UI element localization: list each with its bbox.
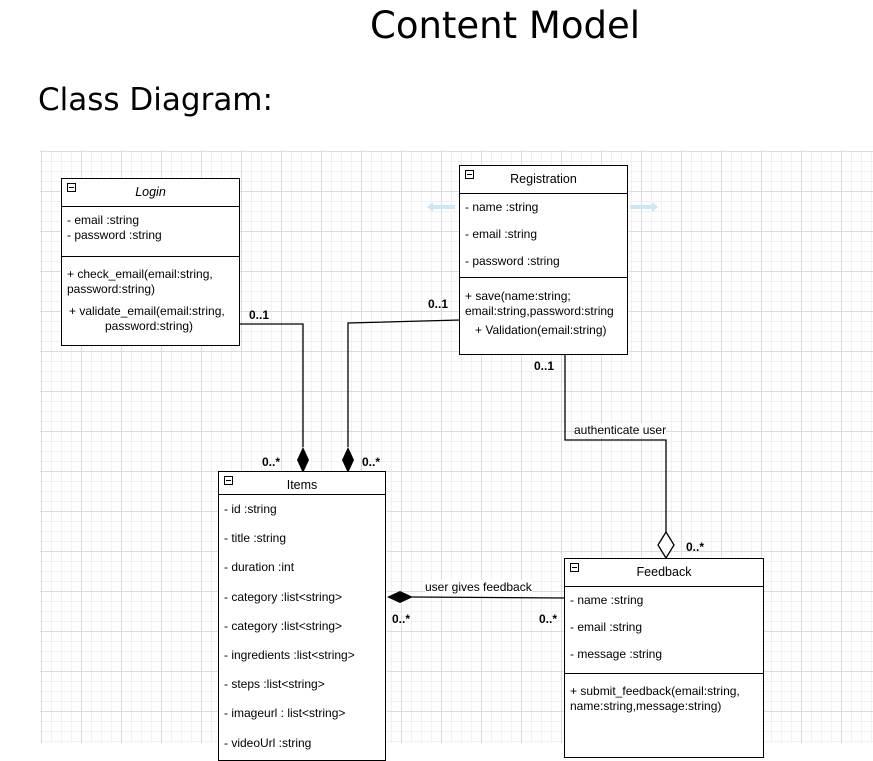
methods-section: + submit_feedback(email:string, name:str…: [565, 674, 763, 714]
collapse-icon[interactable]: [224, 476, 233, 485]
attributes-section: - email :string - password :string: [62, 207, 239, 257]
connector-login-items[interactable]: [239, 323, 304, 447]
attribute-row: - email :string: [570, 620, 643, 634]
attribute-row: - category :list<string>: [224, 589, 343, 604]
composition-diamond-icon: [342, 447, 354, 473]
multiplicity-label: 0..*: [539, 612, 558, 626]
class-items[interactable]: Items - id :string - title :string - dur…: [218, 471, 386, 761]
aggregation-diamond-icon: [657, 530, 675, 560]
connector-registration-items[interactable]: [347, 319, 461, 447]
attribute-row: - email :string: [67, 213, 140, 227]
multiplicity-label: 0..1: [428, 297, 449, 311]
collapse-icon[interactable]: [465, 170, 474, 179]
attribute-row: - password :string: [67, 228, 162, 242]
class-header: Items: [219, 472, 385, 495]
connector-items-feedback[interactable]: [411, 596, 566, 599]
method-row: + Validation(email:string): [475, 323, 607, 337]
attribute-row: - name :string: [570, 593, 644, 607]
class-header: Login: [62, 179, 239, 207]
attributes-section: - name :string - email :string - passwor…: [460, 194, 627, 278]
multiplicity-label: 0..*: [262, 455, 281, 469]
class-name: Registration: [510, 172, 577, 186]
class-header: Feedback: [565, 559, 763, 587]
method-row: password:string): [105, 319, 194, 333]
attribute-row: - steps :list<string>: [224, 677, 325, 692]
method-row: + submit_feedback(email:string,: [570, 684, 740, 698]
attributes-section: - id :string - title :string - duration …: [219, 495, 385, 758]
class-name: Items: [286, 478, 318, 492]
multiplicity-label: 0..*: [686, 540, 705, 554]
class-login[interactable]: Login - email :string - password :string…: [61, 178, 240, 346]
method-row: + check_email(email:string,: [67, 267, 213, 281]
attributes-section: - name :string - email :string - message…: [565, 587, 763, 674]
connectors: [239, 202, 675, 603]
method-row: + save(name:string;: [465, 289, 571, 303]
multiplicity-label: 0..*: [362, 455, 381, 469]
class-feedback[interactable]: Feedback - name :string - email :string …: [564, 558, 764, 758]
resize-handle-right-icon[interactable]: [630, 202, 658, 212]
methods-section: + save(name:string; email:string,passwor…: [460, 278, 627, 338]
attribute-row: - id :string: [224, 502, 277, 516]
resize-handle-left-icon[interactable]: [427, 202, 455, 212]
association-label: user gives feedback: [425, 580, 532, 594]
method-row: + validate_email(email:string,: [69, 304, 225, 318]
method-row: email:string,password:string: [465, 304, 614, 318]
multiplicity-label: 0..*: [392, 612, 411, 626]
attribute-row: - ingredients :list<string>: [224, 648, 355, 663]
attribute-row: - name :string: [465, 200, 539, 214]
attribute-row: - duration :int: [224, 560, 295, 575]
association-label: authenticate user: [574, 423, 667, 437]
multiplicity-label: 0..1: [249, 308, 270, 322]
attribute-row: - message :string: [570, 647, 663, 661]
attribute-row: - videoUrl :string: [224, 735, 312, 750]
method-row: name:string,message:string): [570, 699, 722, 713]
composition-diamond-icon: [387, 591, 413, 603]
class-registration[interactable]: Registration - name :string - email :str…: [459, 165, 628, 355]
attribute-row: - category :list<string>: [224, 618, 343, 633]
class-name: Feedback: [636, 565, 692, 579]
attribute-row: - password :string: [465, 254, 560, 268]
collapse-icon[interactable]: [570, 563, 579, 572]
methods-section: + check_email(email:string, password:str…: [62, 257, 239, 334]
attribute-row: - imageurl : list<string>: [224, 706, 346, 721]
class-header: Registration: [460, 166, 627, 194]
attribute-row: - email :string: [465, 227, 538, 241]
method-row: password:string): [67, 282, 156, 296]
collapse-icon[interactable]: [67, 183, 76, 192]
multiplicity-label: 0..1: [534, 359, 555, 373]
attribute-row: - title :string: [224, 531, 287, 546]
composition-diamond-icon: [297, 447, 309, 473]
class-name: Login: [135, 185, 166, 199]
page-title: Content Model: [369, 4, 640, 47]
section-heading: Class Diagram:: [38, 82, 273, 118]
connector-registration-feedback[interactable]: [564, 355, 667, 532]
